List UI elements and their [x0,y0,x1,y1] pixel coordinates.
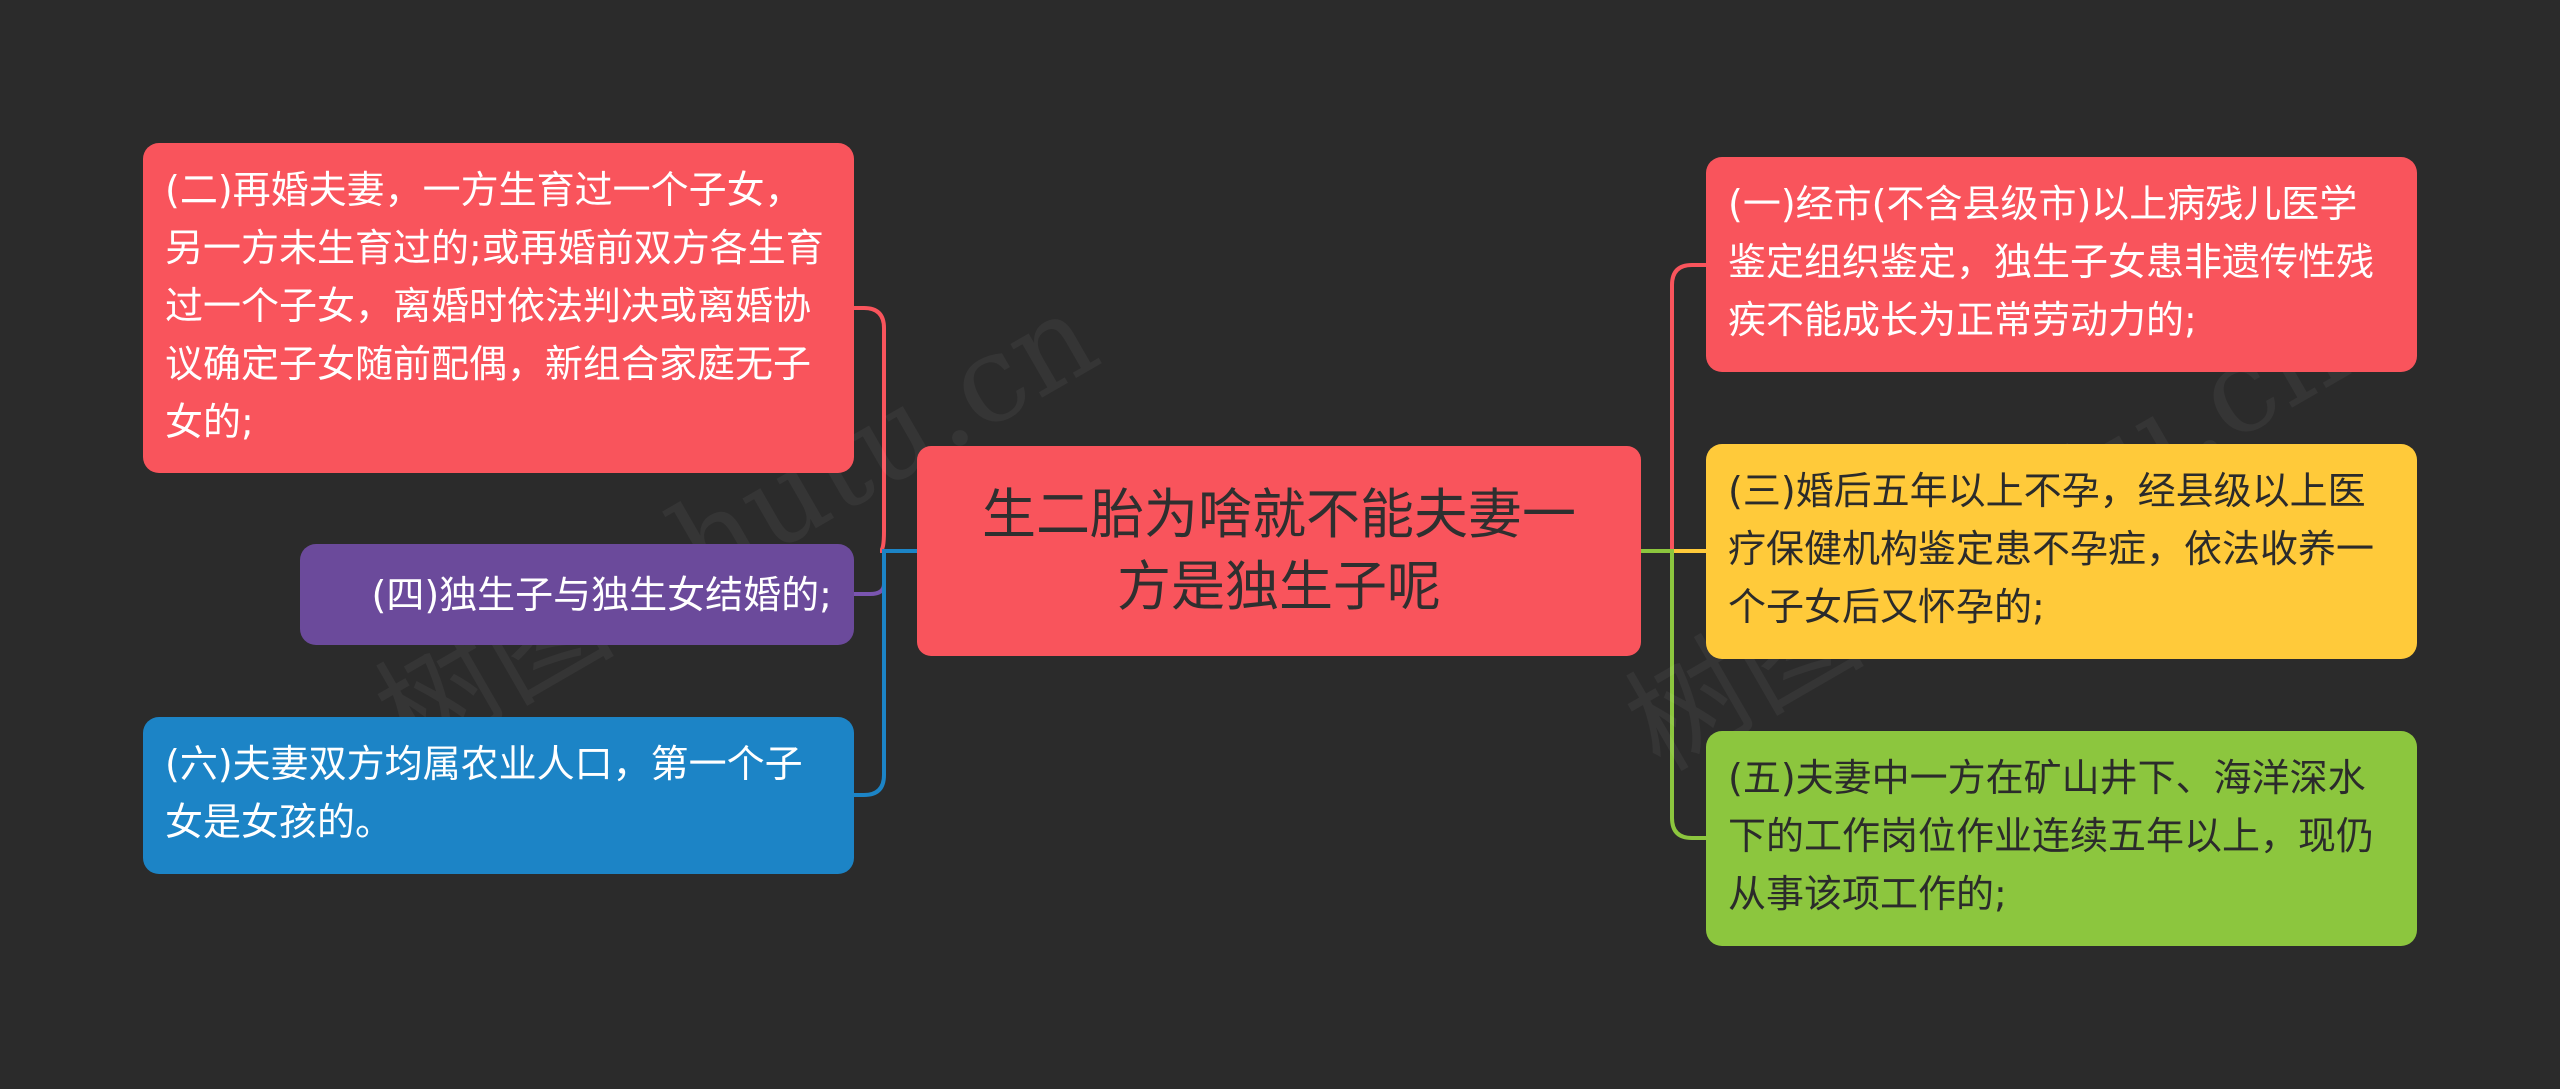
branch-node-left-2[interactable]: (四)独生子与独生女结婚的; [300,544,854,645]
branch-label: (五)夫妻中一方在矿山井下、海洋深水下的工作岗位作业连续五年以上，现仍从事该项工… [1728,756,2375,916]
branch-node-left-3[interactable]: (六)夫妻双方均属农业人口，第一个子女是女孩的。 [143,717,854,874]
branch-node-right-3[interactable]: (五)夫妻中一方在矿山井下、海洋深水下的工作岗位作业连续五年以上，现仍从事该项工… [1706,731,2417,946]
branch-node-right-1[interactable]: (一)经市(不含县级市)以上病残儿医学鉴定组织鉴定，独生子女患非遗传性残疾不能成… [1706,157,2417,372]
branch-label: (四)独生子与独生女结婚的; [371,572,832,617]
branch-label: (六)夫妻双方均属农业人口，第一个子女是女孩的。 [165,742,803,844]
connector-right-3 [1641,549,1706,840]
center-topic-label: 生二胎为啥就不能夫妻一方是独生子呢 [982,483,1576,618]
connector-right-1 [1641,263,1706,553]
center-topic-node[interactable]: 生二胎为啥就不能夫妻一方是独生子呢 [917,446,1641,656]
connector-left-1 [854,306,917,553]
connector-left-3 [854,549,917,797]
branch-node-right-2[interactable]: (三)婚后五年以上不孕，经县级以上医疗保健机构鉴定患不孕症，依法收养一个子女后又… [1706,444,2417,659]
branch-node-left-1[interactable]: (二)再婚夫妻，一方生育过一个子女，另一方未生育过的;或再婚前双方各生育过一个子… [143,143,854,473]
branch-label: (二)再婚夫妻，一方生育过一个子女，另一方未生育过的;或再婚前双方各生育过一个子… [165,168,824,444]
branch-label: (一)经市(不含县级市)以上病残儿医学鉴定组织鉴定，独生子女患非遗传性残疾不能成… [1728,182,2375,342]
branch-label: (三)婚后五年以上不孕，经县级以上医疗保健机构鉴定患不孕症，依法收养一个子女后又… [1728,469,2375,629]
